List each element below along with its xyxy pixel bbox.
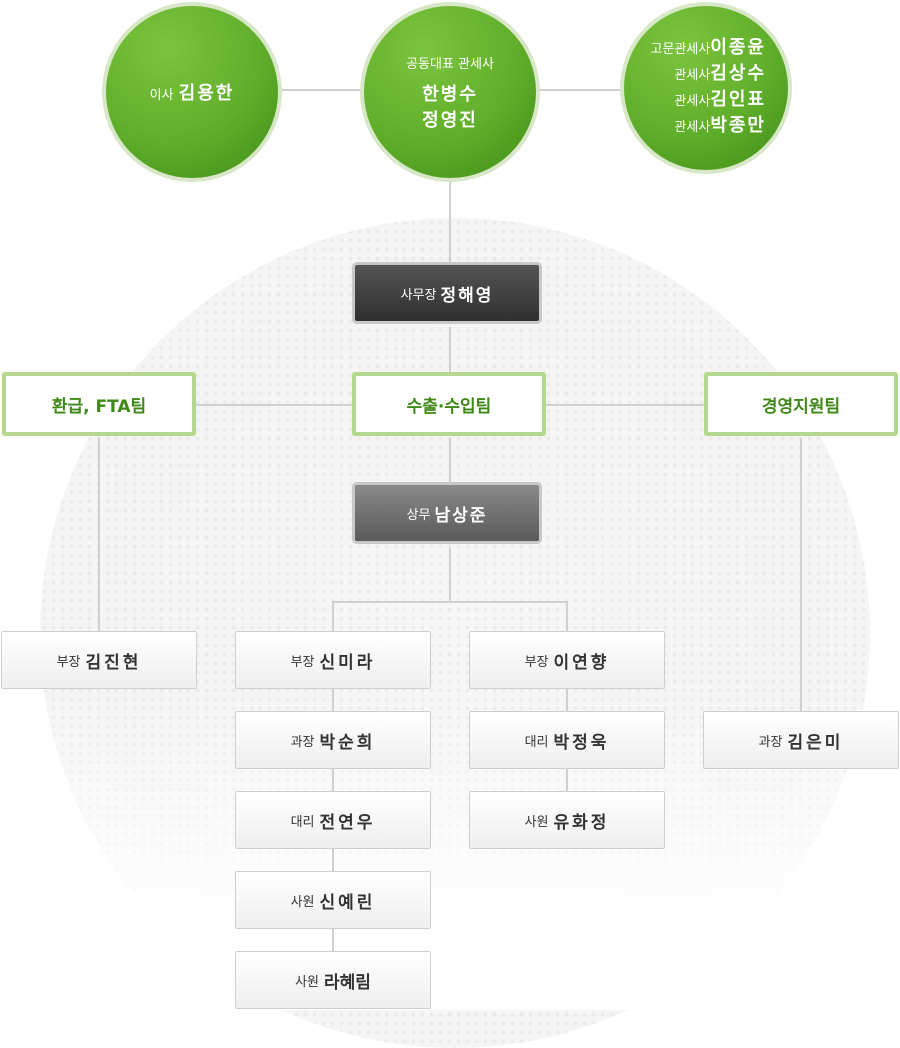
office-manager-box: 사무장 정해영 bbox=[352, 262, 542, 324]
connector bbox=[566, 601, 568, 631]
connector bbox=[332, 601, 568, 603]
managing-director-name: 남상준 bbox=[434, 505, 488, 526]
connector bbox=[449, 178, 451, 262]
connector bbox=[332, 601, 334, 631]
director-title: 이사 bbox=[149, 88, 174, 103]
connector bbox=[800, 438, 802, 711]
advisor-row: 고문관세사이종윤 bbox=[650, 37, 766, 58]
managing-director-title: 상무 bbox=[406, 507, 431, 523]
advisor-row: 관세사김상수 bbox=[674, 63, 766, 84]
connector bbox=[280, 89, 366, 91]
connector bbox=[449, 548, 451, 601]
team-export-import: 수출·수입팀 bbox=[352, 372, 546, 436]
team-refund-fta: 환급, FTA팀 bbox=[2, 372, 196, 436]
ceo-name-1: 한병수 bbox=[422, 83, 478, 105]
connector bbox=[449, 438, 451, 482]
director-circle: 이사 김용한 bbox=[102, 2, 282, 182]
connector bbox=[538, 89, 624, 91]
team-management-support: 경영지원팀 bbox=[704, 372, 898, 436]
advisor-row: 관세사김인표 bbox=[674, 89, 766, 110]
office-manager-title: 사무장 bbox=[400, 287, 437, 303]
office-manager-name: 정해영 bbox=[440, 285, 494, 306]
director-name: 김용한 bbox=[178, 83, 235, 104]
ceo-name-2: 정영진 bbox=[422, 109, 478, 131]
managing-director-box: 상무 남상준 bbox=[352, 482, 542, 544]
connector bbox=[449, 327, 451, 372]
advisors-circle: 고문관세사이종윤 관세사김상수 관세사김인표 관세사박종만 bbox=[620, 2, 792, 174]
ceo-circle: 공동대표 관세사 한병수 정영진 bbox=[360, 2, 540, 182]
connector bbox=[98, 438, 100, 631]
ceo-title: 공동대표 관세사 bbox=[406, 56, 494, 72]
advisor-row: 관세사박종만 bbox=[674, 115, 766, 136]
